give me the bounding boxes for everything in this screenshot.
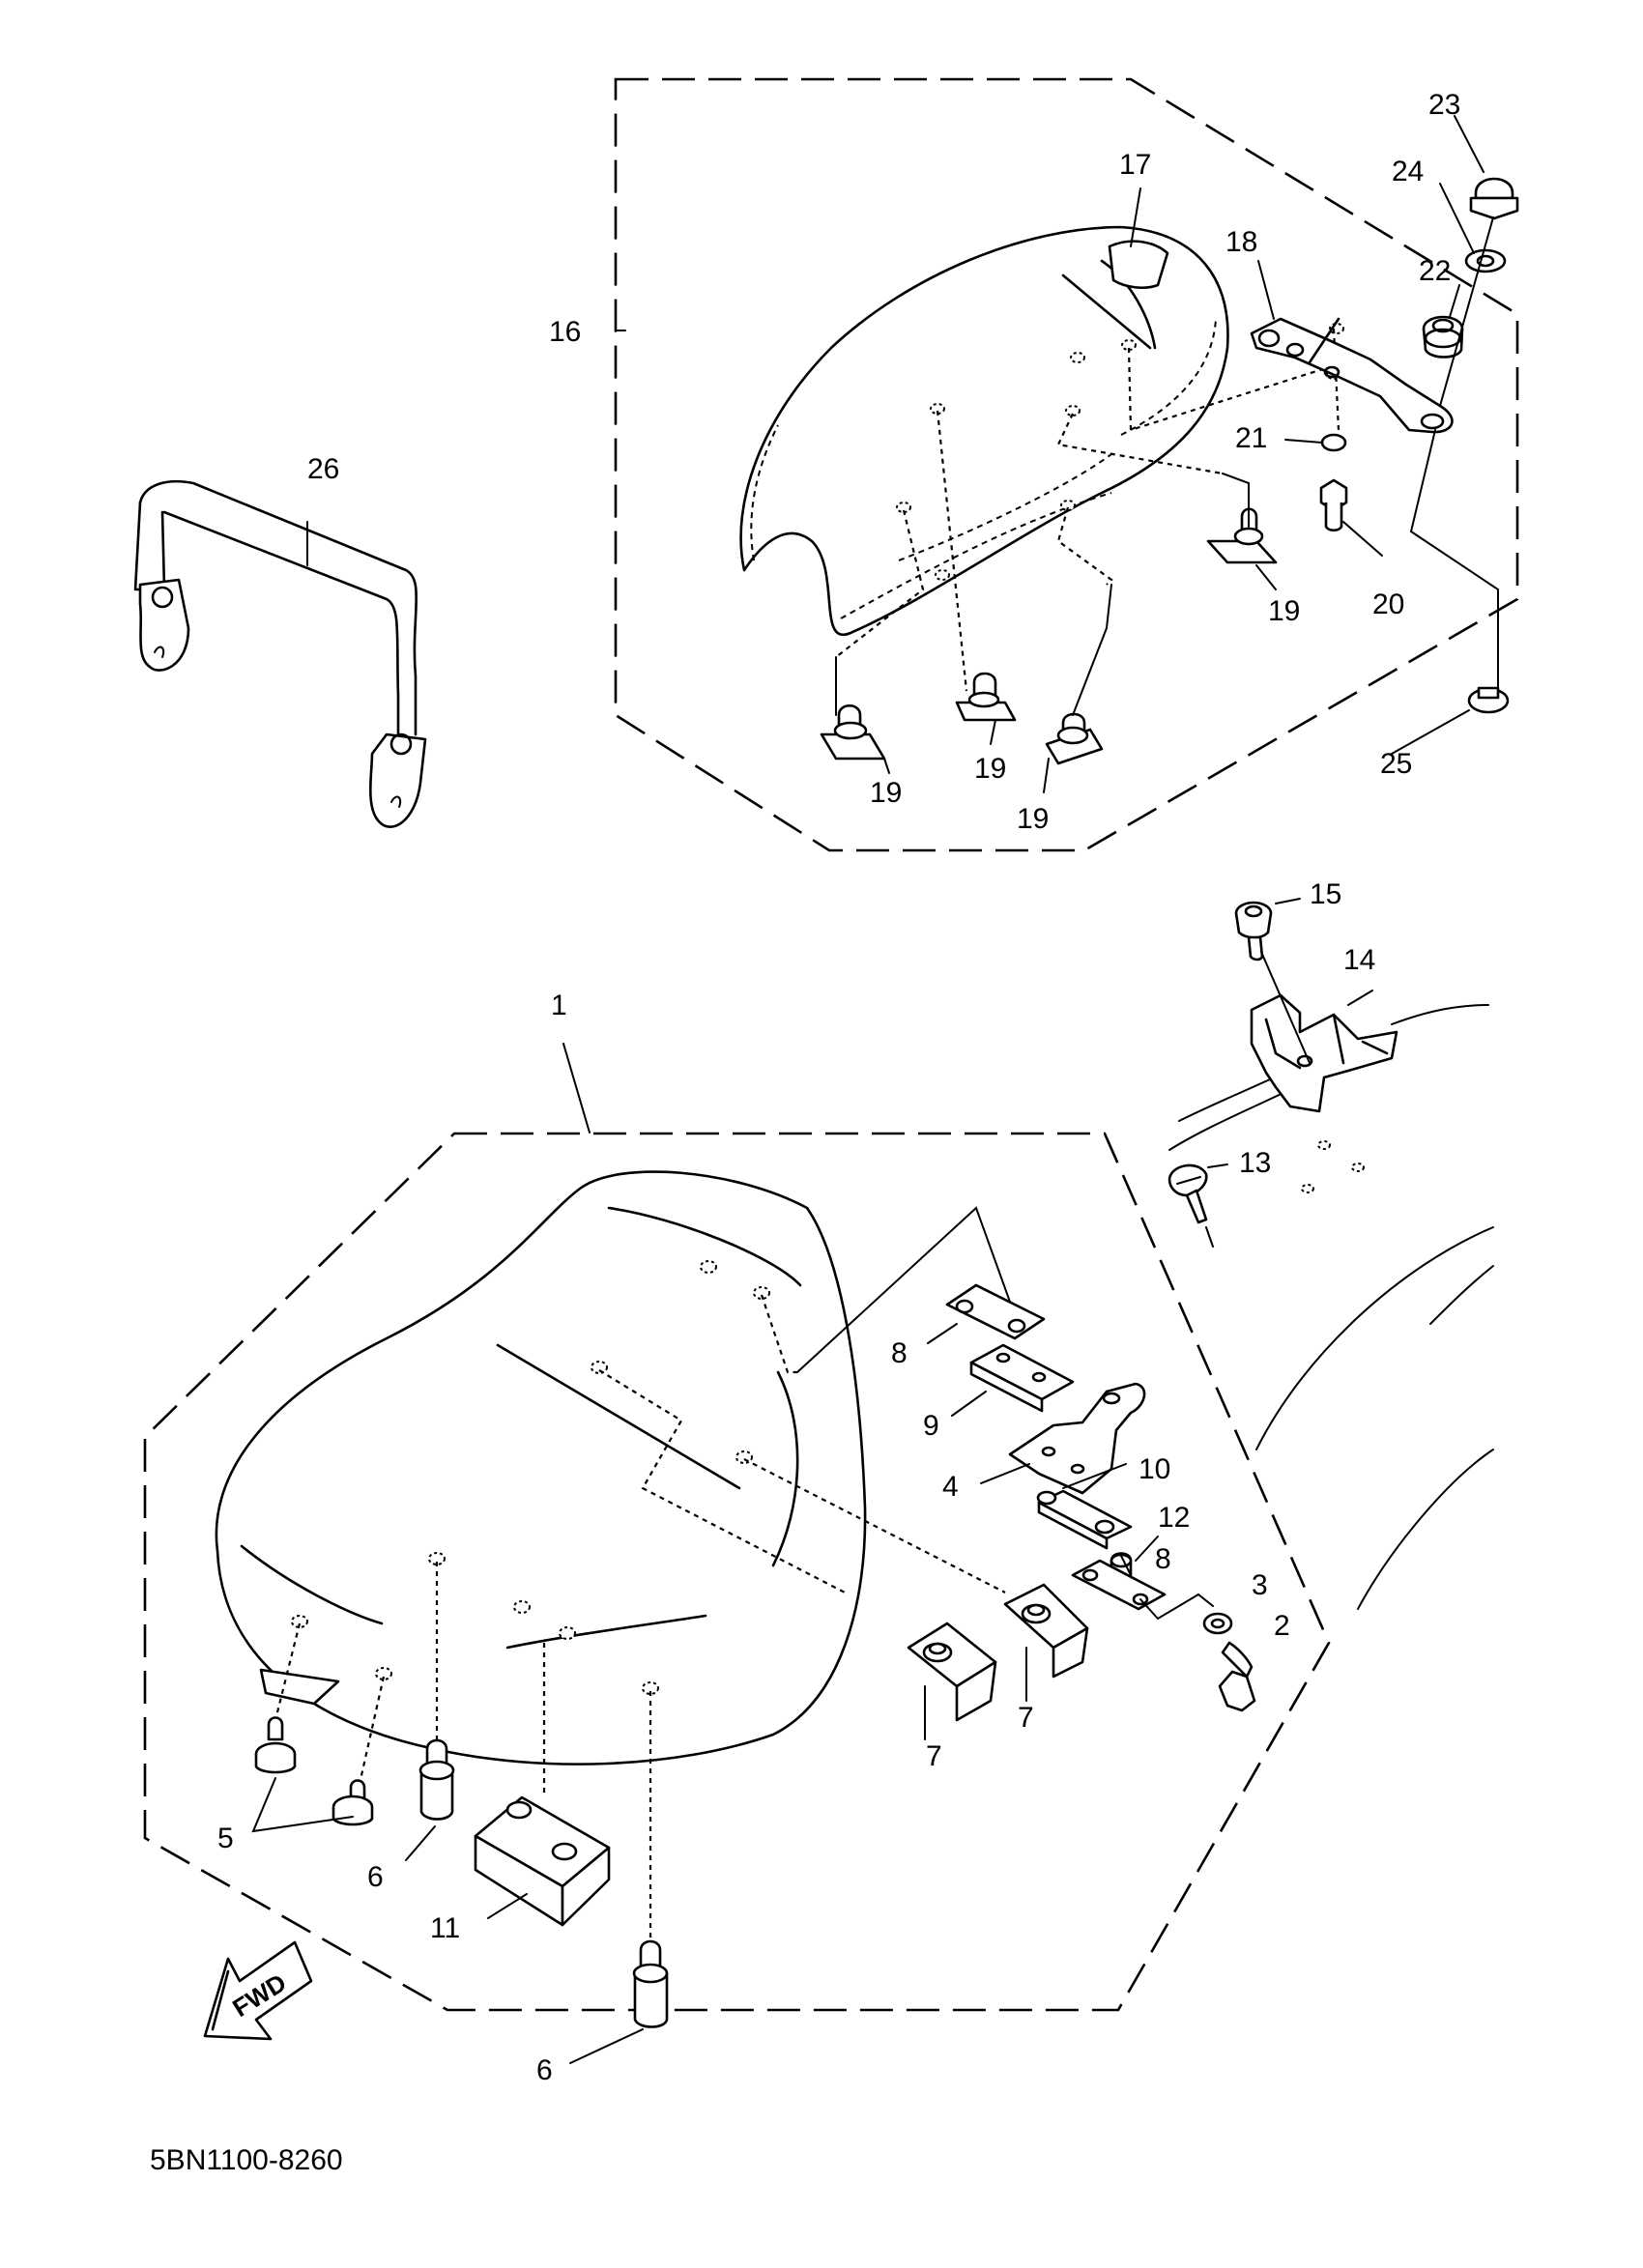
callout-19-b: 19 [974,753,1006,785]
callout-16: 16 [549,316,581,348]
nut-25 [1467,686,1510,714]
callout-19-a: 19 [870,777,902,809]
washer-3 [1202,1612,1233,1635]
callout-numbers: 1 2 3 4 5 6 6 7 7 8 8 9 10 11 12 13 14 1… [217,89,1460,2086]
grab-bar-26 [133,479,427,828]
bolt-13 [1167,1163,1208,1224]
callout-26: 26 [307,453,339,485]
callout-13: 13 [1239,1147,1271,1179]
grommet-19-c [1045,584,1112,765]
callout-19-right: 19 [1268,595,1300,627]
callout-22: 22 [1419,255,1451,287]
grommet-7-a [907,1622,997,1722]
rear-seat-group-boundary [614,77,1519,852]
plate-8-lower [1071,1559,1167,1611]
damper-6-a [418,1738,455,1821]
callout-7-a: 7 [926,1740,942,1772]
callout-8-a: 8 [891,1337,908,1369]
bracket-10 [1036,1489,1133,1550]
callout-17: 17 [1119,149,1151,181]
washer-24 [1464,248,1507,273]
rear-seat-cushion [739,225,1344,637]
callout-25: 25 [1380,748,1412,780]
bracket-18 [1250,317,1454,434]
grommet-7-b [1003,1583,1089,1679]
washer-21 [1320,433,1347,452]
plate-8-upper [945,1283,1046,1340]
frame-outline [1168,1004,1494,1610]
damper-22 [1422,315,1464,359]
callout-10: 10 [1139,1453,1170,1485]
front-bracket-14 [1250,993,1398,1113]
callout-6-b: 6 [536,2054,553,2086]
grommet-19-b [955,672,1017,722]
front-seat-cushion [215,1170,867,1766]
callout-20: 20 [1372,589,1404,620]
callout-15: 15 [1310,878,1341,910]
damper-block-11 [474,1795,611,1927]
callout-9: 9 [923,1410,939,1442]
callout-24: 24 [1392,156,1424,187]
callout-1: 1 [551,990,567,1021]
callout-8-b: 8 [1155,1543,1171,1575]
callout-7-b: 7 [1018,1702,1034,1734]
callout-18: 18 [1225,226,1257,258]
callout-11: 11 [430,1912,460,1944]
callout-6-a: 6 [367,1861,384,1893]
bolt-15 [1234,901,1273,962]
grommet-19-right [1206,473,1278,564]
front-seat-group [143,1043,1331,2064]
front-seat-group-boundary [143,1132,1331,2012]
callout-3: 3 [1252,1569,1268,1601]
grommet-5-b [331,1779,374,1826]
callout-19-c: 19 [1017,803,1049,835]
fwd-direction-arrow: FWD [203,1940,313,2041]
rear-seat-assembly-group [614,77,1519,852]
callout-23: 23 [1428,89,1460,121]
callout-4: 4 [942,1471,959,1503]
grommet-5-a [254,1716,297,1774]
diagram-code: 5BN1100-8260 [150,2144,343,2176]
callout-leaders [883,115,1484,793]
callout-12: 12 [1158,1502,1190,1534]
bracket-9 [969,1343,1075,1413]
callout-21: 21 [1235,422,1267,454]
grommet-19-a [820,656,886,761]
damper-6-b [632,1939,669,2028]
callout-5: 5 [217,1823,234,1854]
bracket-4 [1008,1382,1146,1495]
callout-2: 2 [1274,1610,1290,1642]
bolt-20 [1319,478,1348,532]
bolt-2 [1218,1641,1256,1712]
seat-tab-17 [1108,240,1169,290]
callout-14: 14 [1343,944,1375,976]
cap-nut-23 [1469,177,1519,220]
